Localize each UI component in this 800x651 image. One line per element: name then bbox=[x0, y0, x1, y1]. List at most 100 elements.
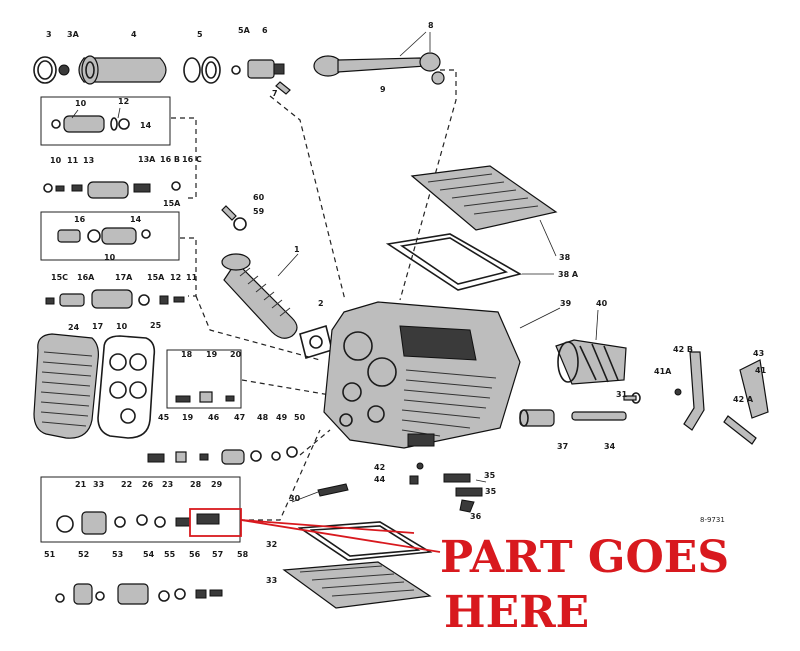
part-label: 33 bbox=[93, 480, 104, 489]
part-label: 30 bbox=[289, 494, 301, 503]
part-label: 49 bbox=[276, 413, 288, 422]
part-label: 38 A bbox=[558, 270, 579, 279]
part-label: 20 bbox=[230, 350, 242, 359]
part-label: 2 bbox=[318, 299, 324, 308]
part-label: 19 bbox=[206, 350, 218, 359]
main-housing bbox=[323, 301, 521, 449]
spring-group-box bbox=[166, 349, 242, 409]
part-label: 21 bbox=[75, 480, 87, 489]
right-side-parts bbox=[519, 339, 769, 445]
part-label: 10 bbox=[104, 253, 116, 262]
tube-and-gasket bbox=[221, 205, 333, 360]
callout-line-1: PART GOES bbox=[440, 532, 729, 583]
part-label: 16 C bbox=[182, 155, 202, 164]
part-label: 12 bbox=[170, 273, 181, 282]
part-label: 33 bbox=[266, 576, 277, 585]
part-label: 17 bbox=[92, 322, 103, 331]
part-label: 32 bbox=[266, 540, 277, 549]
part-label: 51 bbox=[44, 550, 56, 559]
part-label: 25 bbox=[150, 321, 162, 330]
part-label: 35 bbox=[485, 487, 497, 496]
part-label: 1 bbox=[294, 245, 300, 254]
top-row-parts bbox=[33, 52, 445, 95]
part-label: 54 bbox=[143, 550, 155, 559]
highlight-pointer-line bbox=[240, 519, 415, 534]
part-label: 11 bbox=[186, 273, 198, 282]
valve-group-lower bbox=[40, 211, 180, 261]
part-label: 3A bbox=[67, 30, 80, 39]
part-label: 29 bbox=[211, 480, 223, 489]
part-label: 5A bbox=[238, 26, 251, 35]
part-label: 42 B bbox=[673, 345, 693, 354]
bottom-left-parts-box bbox=[40, 476, 241, 543]
part-label: 59 bbox=[253, 207, 265, 216]
part-label: 53 bbox=[112, 550, 123, 559]
part-label: 41 bbox=[755, 366, 767, 375]
part-label: 6 bbox=[262, 26, 268, 35]
part-label: 24 bbox=[68, 323, 80, 332]
part-label: 16 B bbox=[160, 155, 180, 164]
part-label: 13 bbox=[83, 156, 94, 165]
highlight-box bbox=[189, 508, 242, 537]
part-label: 16A bbox=[77, 273, 95, 282]
part-label: 58 bbox=[237, 550, 249, 559]
valve-group-upper bbox=[40, 96, 171, 146]
part-label: 5 bbox=[197, 30, 203, 39]
part-label: 42 A bbox=[733, 395, 754, 404]
part-label: 8 bbox=[428, 21, 434, 30]
part-label: 42 bbox=[374, 463, 385, 472]
part-label: 14 bbox=[130, 215, 142, 224]
part-label: 11 bbox=[67, 156, 79, 165]
valve-group-middle-loose bbox=[43, 181, 181, 199]
part-label: 56 bbox=[189, 550, 201, 559]
highlight-pointer-line-2 bbox=[240, 519, 441, 553]
part-label: 15A bbox=[147, 273, 165, 282]
part-label: 15C bbox=[51, 273, 68, 282]
part-label: 47 bbox=[234, 413, 245, 422]
part-label: 16 bbox=[74, 215, 86, 224]
bottom-row-parts bbox=[55, 583, 223, 605]
part-label: 22 bbox=[121, 480, 132, 489]
part-label: 4 bbox=[131, 30, 137, 39]
part-label: 46 bbox=[208, 413, 220, 422]
lower-housing-parts bbox=[317, 462, 483, 513]
part-label: 28 bbox=[190, 480, 202, 489]
part-label: 57 bbox=[212, 550, 223, 559]
part-label: 19 bbox=[182, 413, 194, 422]
part-label: 3 bbox=[46, 30, 52, 39]
row-45-50-parts bbox=[147, 446, 298, 465]
part-label: 43 bbox=[753, 349, 764, 358]
part-label: 10 bbox=[116, 322, 128, 331]
part-label: 10 bbox=[50, 156, 62, 165]
cover-plates bbox=[33, 333, 156, 439]
highlight-target bbox=[189, 508, 441, 553]
part-label: 23 bbox=[162, 480, 173, 489]
part-label: 45 bbox=[158, 413, 170, 422]
part-label: 37 bbox=[557, 442, 568, 451]
part-label: 34 bbox=[604, 442, 616, 451]
part-label: 60 bbox=[253, 193, 265, 202]
part-label: 13A bbox=[138, 155, 156, 164]
part-label: 7 bbox=[272, 89, 278, 98]
part-label: 50 bbox=[294, 413, 306, 422]
part-label: 35 bbox=[484, 471, 496, 480]
part-label: 10 bbox=[75, 99, 87, 108]
part-label: 38 bbox=[559, 253, 571, 262]
part-label: 36 bbox=[470, 512, 482, 521]
drawing-code: 8-9731 bbox=[700, 516, 725, 524]
leader-lines bbox=[71, 31, 599, 503]
part-label: 17A bbox=[115, 273, 133, 282]
part-label: 48 bbox=[257, 413, 269, 422]
part-label: 9 bbox=[380, 85, 386, 94]
part-label: 55 bbox=[164, 550, 176, 559]
valve-group-bottom-loose bbox=[45, 289, 185, 309]
part-label: 52 bbox=[78, 550, 89, 559]
assembly-dashed-lines bbox=[171, 69, 457, 521]
top-cover-and-gasket bbox=[385, 165, 558, 291]
callout-line-2: HERE bbox=[444, 587, 589, 638]
part-label: 15A bbox=[163, 199, 181, 208]
part-label: 40 bbox=[596, 299, 608, 308]
part-label: 12 bbox=[118, 97, 129, 106]
